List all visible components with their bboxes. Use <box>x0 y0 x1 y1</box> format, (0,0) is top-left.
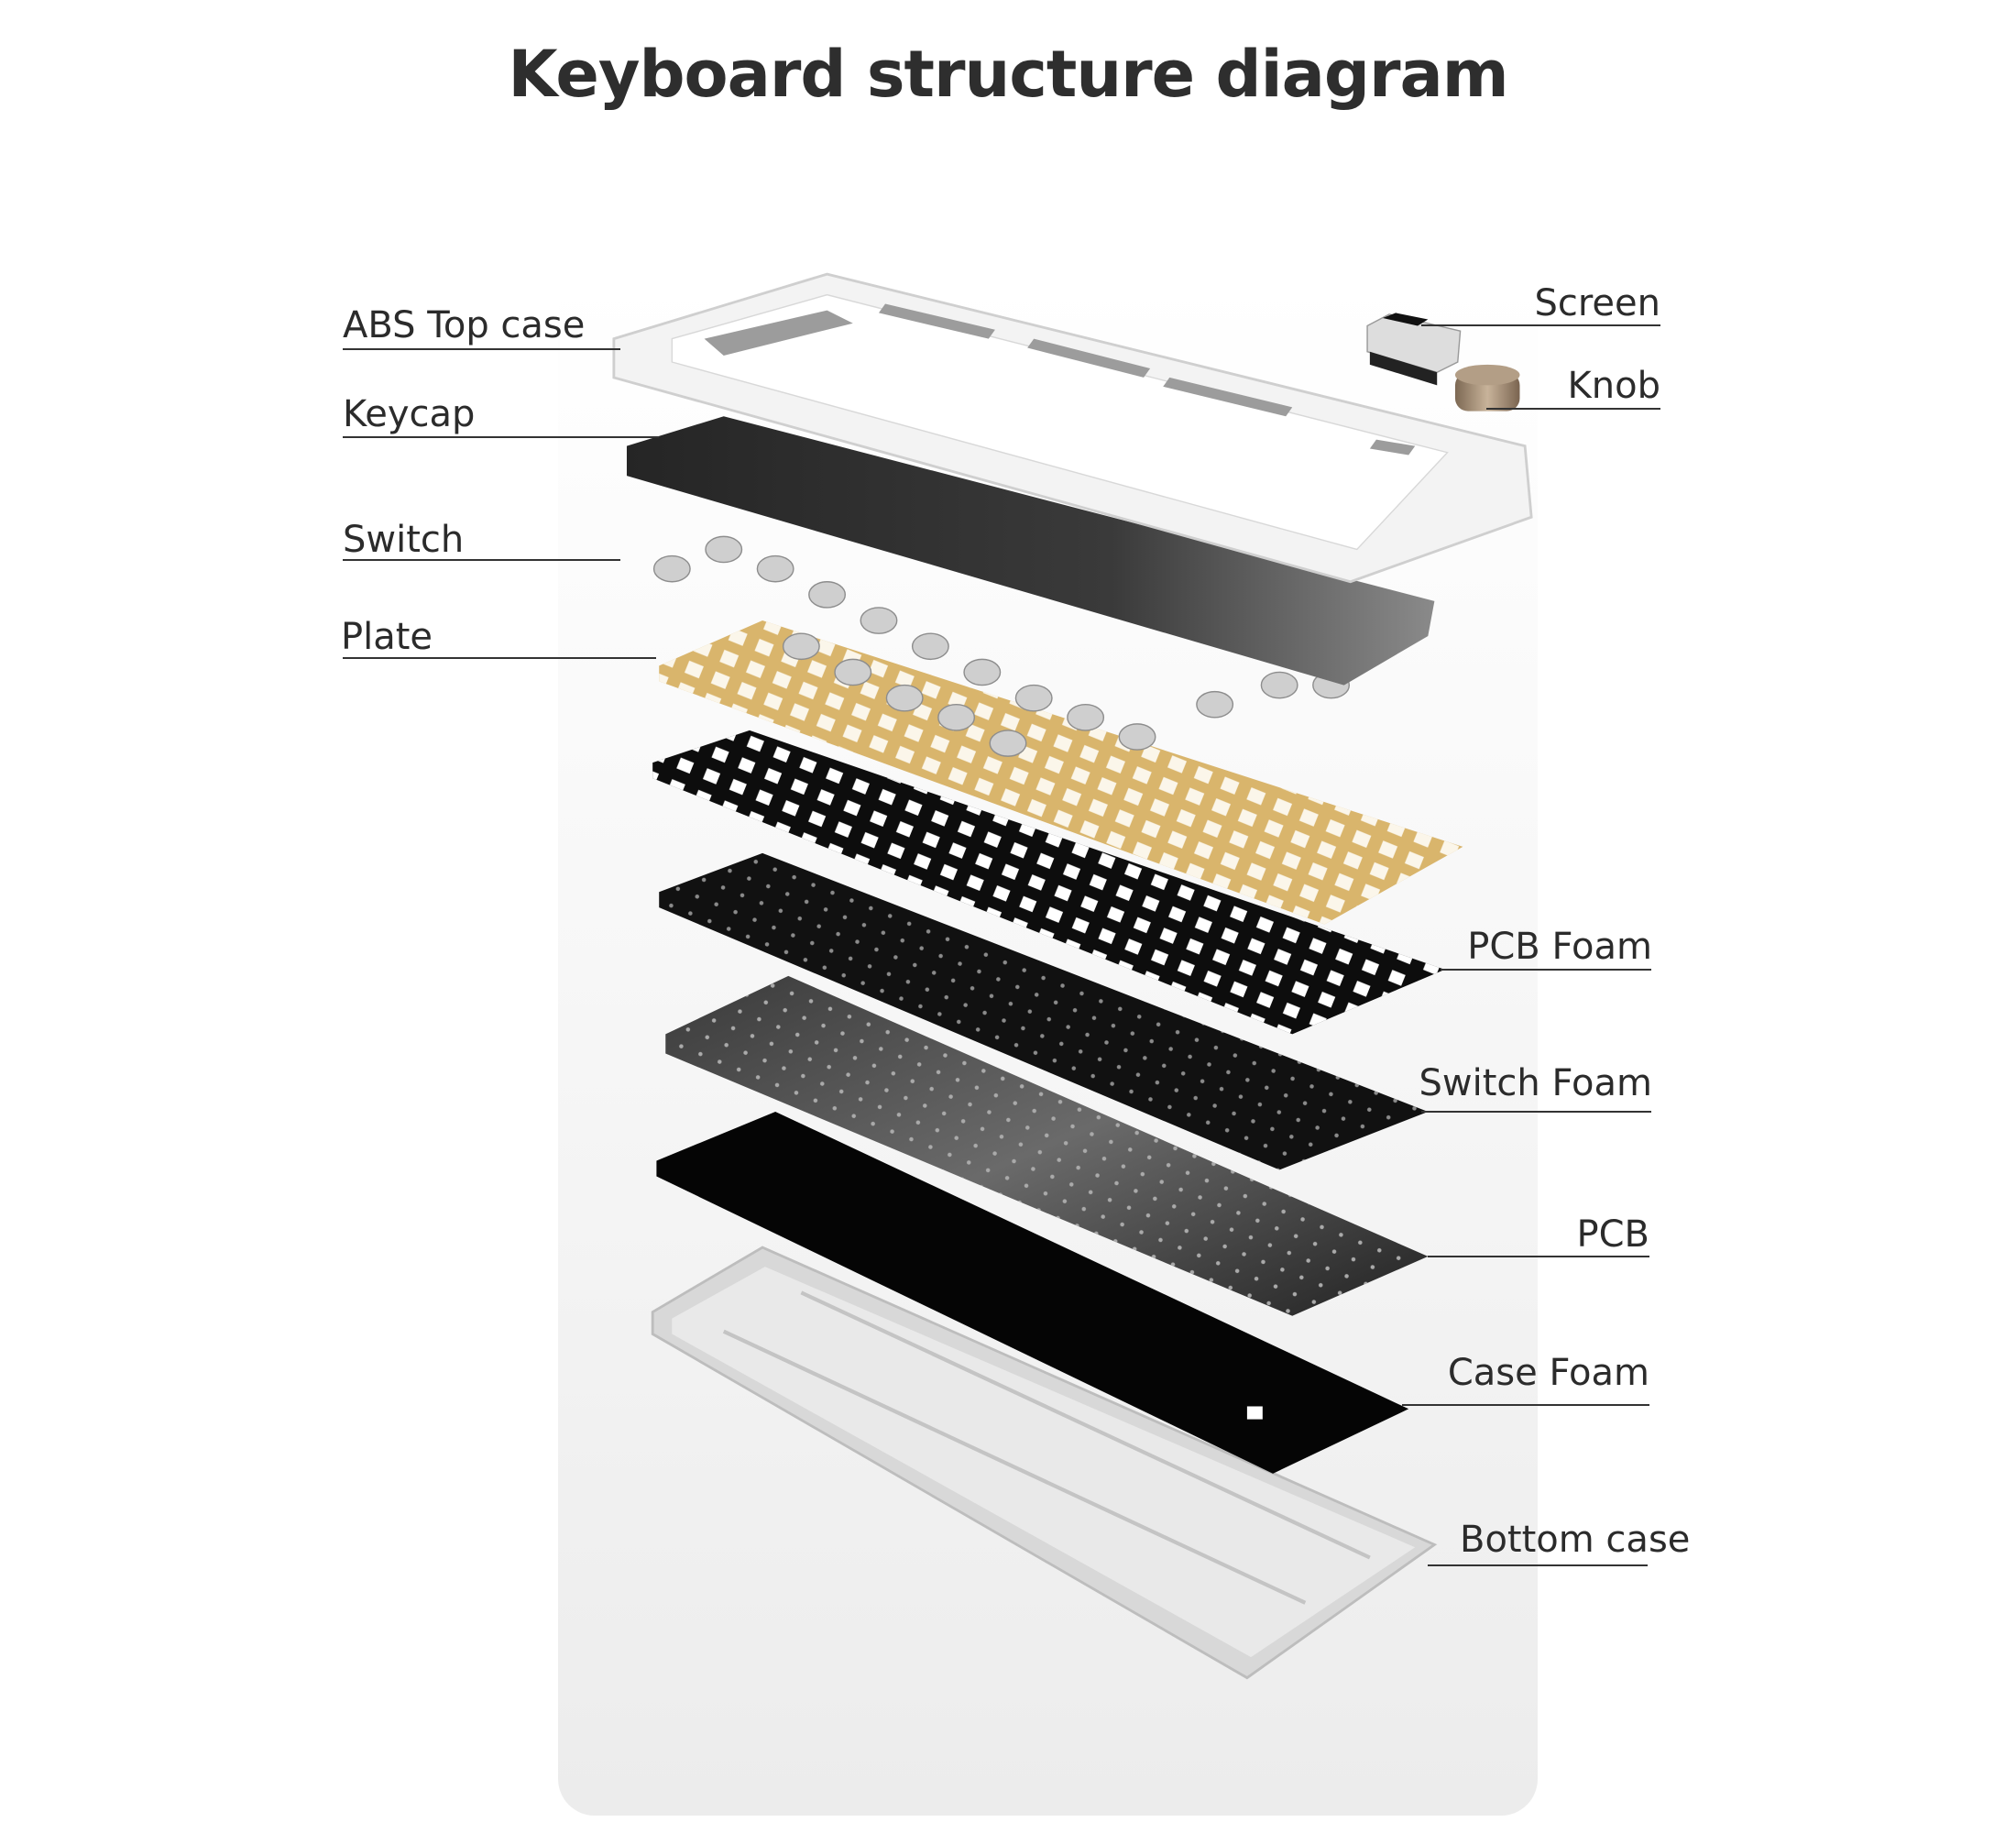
screen-part <box>1366 313 1462 386</box>
leader-line-abs-top-case <box>343 348 620 350</box>
leader-line-plate <box>343 657 656 659</box>
leader-line-switch <box>343 559 620 561</box>
knob-part <box>1454 364 1520 412</box>
label-bottom-case: Bottom case <box>1460 1519 1691 1561</box>
abs-top-case-layer <box>612 272 1533 584</box>
leader-line-pcb-foam <box>1441 969 1651 971</box>
leader-line-knob <box>1486 408 1660 410</box>
leader-line-bottom-case <box>1428 1564 1648 1566</box>
leader-line-screen <box>1421 324 1660 326</box>
label-switch-foam: Switch Foam <box>1419 1062 1653 1104</box>
label-case-foam: Case Foam <box>1447 1352 1649 1394</box>
plate-layer <box>659 620 1463 925</box>
keycap-layer <box>626 416 1435 686</box>
page-title: Keyboard structure diagram <box>508 37 1508 112</box>
bottom-case-layer <box>651 1246 1438 1680</box>
label-switch: Switch <box>343 519 465 561</box>
label-pcb: PCB <box>1576 1213 1650 1256</box>
label-pcb-foam: PCB Foam <box>1467 926 1652 968</box>
case-foam-layer <box>656 1111 1409 1474</box>
label-knob: Knob <box>1567 365 1660 407</box>
switch-cluster <box>652 535 1351 757</box>
leader-line-case-foam <box>1402 1404 1649 1406</box>
pcb-foam-layer <box>652 730 1445 1035</box>
leader-line-pcb <box>1428 1256 1649 1257</box>
label-plate: Plate <box>341 616 433 658</box>
label-keycap: Keycap <box>343 393 476 435</box>
pcb-layer <box>665 975 1429 1316</box>
leader-line-switch-foam <box>1421 1111 1651 1113</box>
label-abs-top-case: ABS Top case <box>343 304 586 346</box>
label-screen: Screen <box>1534 282 1660 324</box>
switch-foam-layer <box>659 852 1429 1170</box>
leader-line-keycap <box>343 436 659 438</box>
